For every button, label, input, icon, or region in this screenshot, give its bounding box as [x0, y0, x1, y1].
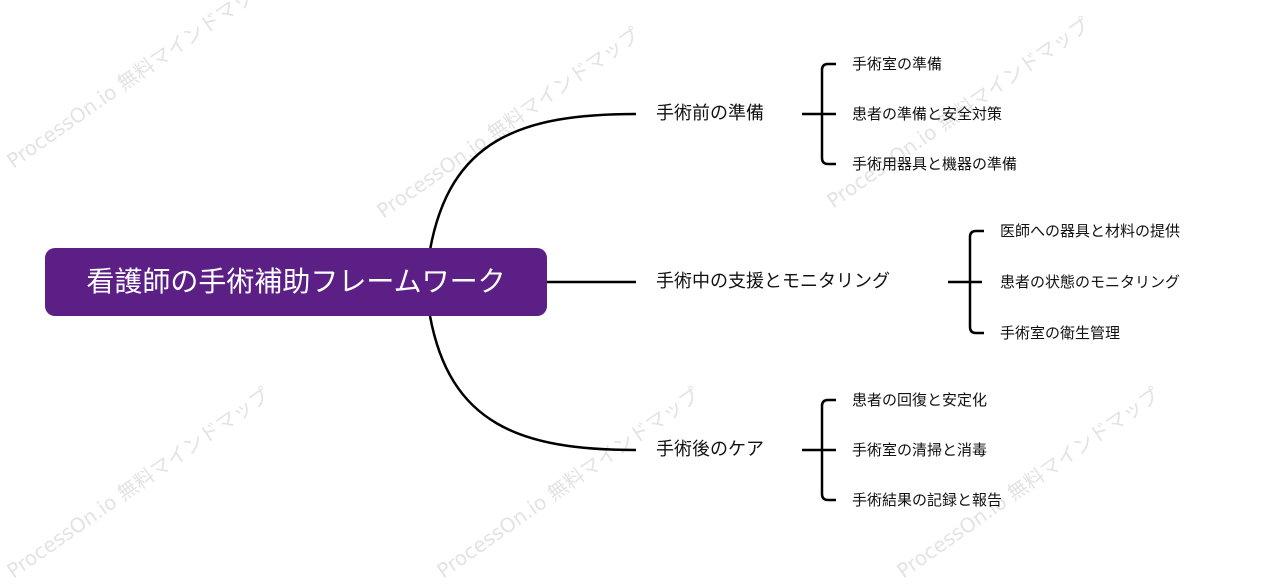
root-node[interactable]: 看護師の手術補助フレームワーク: [45, 248, 547, 316]
leaf-node[interactable]: 手術室の衛生管理: [1000, 324, 1121, 342]
branch-node[interactable]: 手術中の支援とモニタリング: [654, 270, 892, 294]
leaf-node[interactable]: 手術用器具と機器の準備: [852, 155, 1018, 173]
bracket-branch-3: [802, 398, 836, 502]
leaf-node[interactable]: 医師への器具と材料の提供: [1000, 222, 1181, 240]
connector-branch-1: [428, 112, 637, 251]
leaf-node[interactable]: 手術室の準備: [852, 55, 943, 73]
connector-branch-3: [428, 315, 637, 452]
leaf-node[interactable]: 患者の準備と安全対策: [852, 105, 1003, 123]
bracket-branch-2: [948, 229, 984, 335]
leaf-node[interactable]: 患者の回復と安定化: [852, 391, 988, 409]
bracket-branch-1: [802, 62, 836, 166]
branch-node[interactable]: 手術前の準備: [654, 102, 766, 126]
leaf-node[interactable]: 患者の状態のモニタリング: [1000, 273, 1181, 291]
leaf-node[interactable]: 手術結果の記録と報告: [852, 491, 1003, 509]
leaf-node[interactable]: 手術室の清掃と消毒: [852, 441, 988, 459]
branch-node[interactable]: 手術後のケア: [654, 438, 766, 462]
